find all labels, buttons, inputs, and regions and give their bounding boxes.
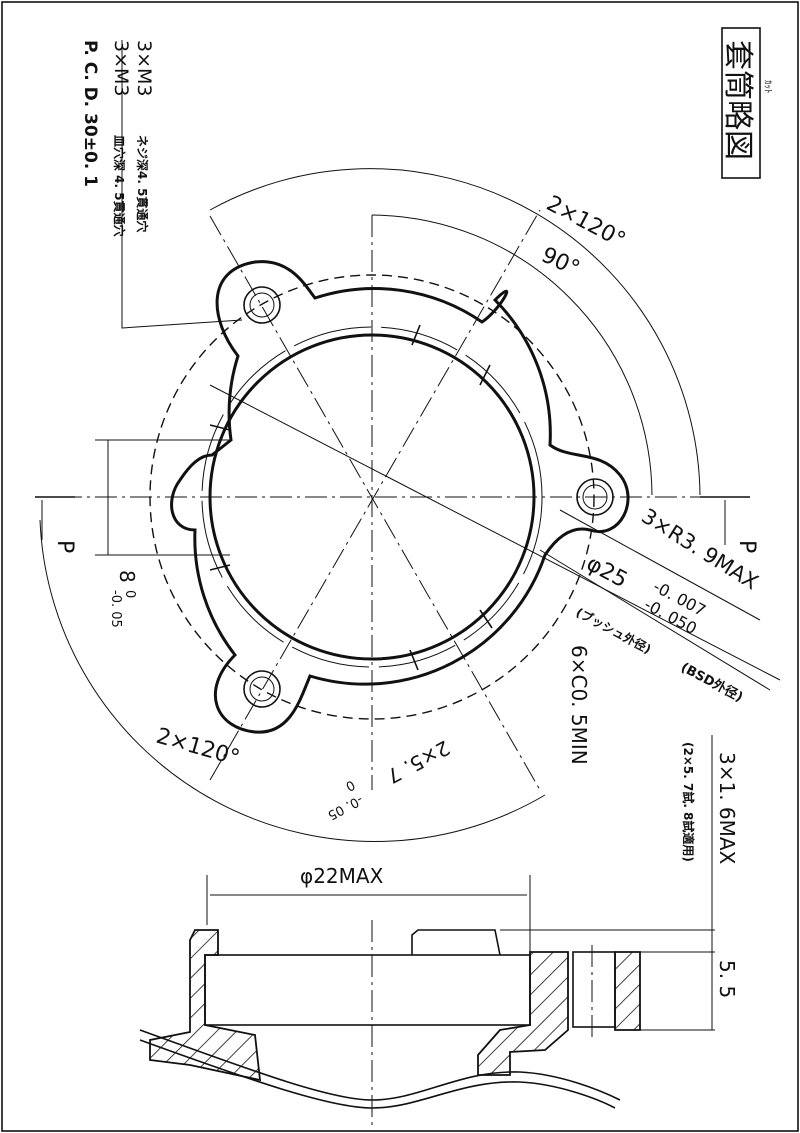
plan-view bbox=[60, 209, 781, 791]
section-view: φ22MAX 3×1. 6MAX (2×5. 7試. 8試適用) 5. 5 bbox=[139, 735, 739, 1130]
angle-arc-top bbox=[209, 168, 701, 496]
mounting-hole bbox=[243, 286, 281, 324]
title-box: 套筒略図 ｶｯﾄ bbox=[720, 27, 773, 179]
dim-chamfer: 6×C0. 5MIN bbox=[567, 645, 591, 765]
note-line1-detail: ネジ深4. 5貫通穴 bbox=[135, 135, 150, 232]
dim-thickness: 3×1. 6MAX bbox=[715, 752, 739, 865]
dim-dia25: φ25 bbox=[582, 551, 631, 593]
angle-arc-90 bbox=[371, 214, 653, 496]
dim-width8-upper: 0 bbox=[122, 590, 137, 598]
dim-width8-lower: -0. 05 bbox=[108, 590, 123, 628]
dim-width8: 8 bbox=[115, 570, 139, 583]
note-line2-detail: 皿穴深 4. 5貫通穴 bbox=[112, 135, 127, 237]
title-ruby: ｶｯﾄ bbox=[762, 80, 773, 94]
note-line1: 3×M3 bbox=[133, 40, 155, 97]
dim-thickness-note: (2×5. 7試. 8試適用) bbox=[681, 742, 696, 862]
dim-slot-upper: 0 bbox=[343, 776, 357, 793]
mounting-hole bbox=[243, 670, 281, 708]
dim-height: 5. 5 bbox=[715, 960, 739, 998]
dim-angle-top: 2×120° bbox=[542, 191, 629, 253]
dim-dia22: φ22MAX bbox=[300, 864, 384, 888]
hole-notes: 3×M3 ネジ深4. 5貫通穴 3×M3 皿穴深 4. 5貫通穴 P. C. D… bbox=[80, 40, 243, 329]
section-p-right: P bbox=[734, 540, 759, 553]
dim-angle-90: 90° bbox=[537, 243, 583, 282]
angle-arc-bottom bbox=[39, 519, 546, 842]
bsd-label: (BSD外径) bbox=[678, 659, 746, 705]
dim-slot: 2×5. 7 bbox=[383, 736, 454, 789]
dim-slot-lower: -0. 05 bbox=[325, 791, 365, 822]
note-pcd: P. C. D. 30±0. 1 bbox=[80, 40, 100, 187]
title-text: 套筒略図 bbox=[720, 40, 755, 160]
dim-angle-bottom: 2×120° bbox=[153, 724, 242, 772]
note-line2: 3×M3 bbox=[110, 40, 132, 97]
section-p-left: P bbox=[52, 540, 77, 553]
